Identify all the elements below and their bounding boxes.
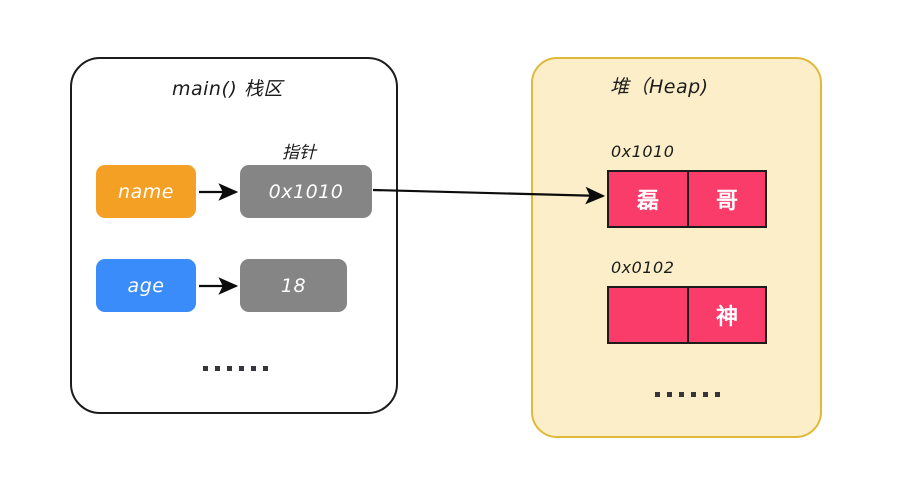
heap-panel-title: 堆（Heap) (610, 76, 709, 98)
heap-block-1: 磊 哥 (607, 170, 767, 228)
stack-variable-name[interactable]: name (96, 165, 196, 218)
heap-address-label-2: 0x0102 (611, 258, 675, 277)
stack-panel-title: main() 栈区 (172, 78, 283, 100)
stack-value-pointer[interactable]: 0x1010 (240, 165, 372, 218)
stack-ellipsis (203, 366, 268, 371)
stack-panel (70, 57, 398, 414)
heap-block-2: 神 (607, 286, 767, 344)
heap-cell: 磊 (636, 189, 659, 214)
stack-value-age[interactable]: 18 (240, 259, 347, 312)
heap-cell: 哥 (687, 172, 765, 226)
heap-address-label-1: 0x1010 (611, 142, 675, 161)
heap-cell: 神 (687, 288, 765, 342)
stack-variable-age[interactable]: age (96, 259, 196, 312)
heap-ellipsis (655, 392, 720, 397)
heap-panel (531, 57, 822, 438)
heap-cell (609, 288, 687, 342)
pointer-label: 指针 (282, 143, 316, 163)
